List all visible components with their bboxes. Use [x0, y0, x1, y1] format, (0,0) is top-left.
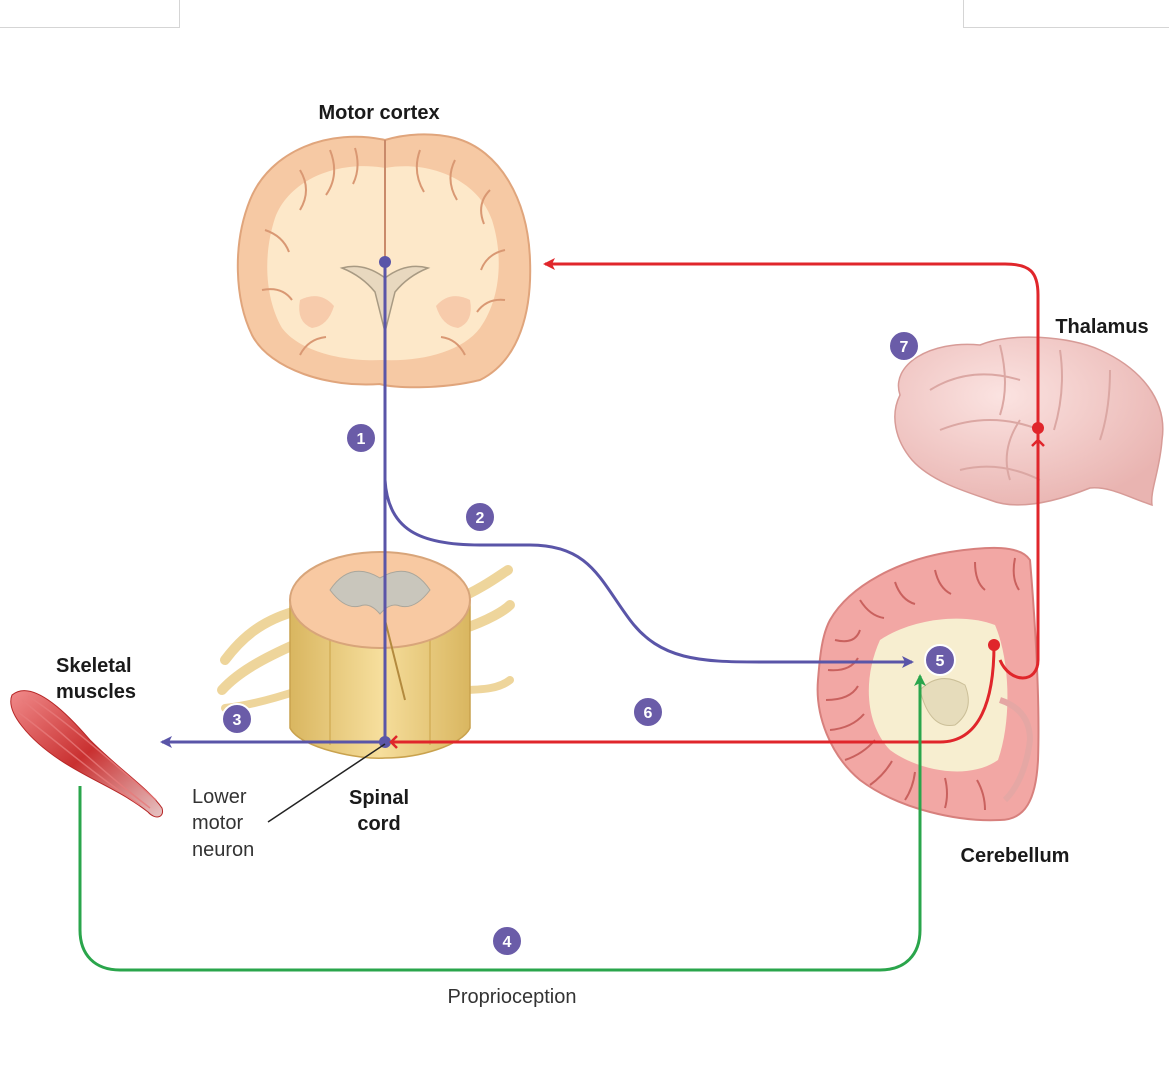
- label-lower-motor-neuron-line3: neuron: [192, 839, 254, 861]
- svg-text:1: 1: [357, 431, 366, 448]
- lower-motor-neuron-leader: [267, 743, 386, 823]
- step-badge-2: 2: [464, 501, 496, 533]
- proprioception-pathway: [78, 674, 926, 972]
- step-badge-6: 6: [632, 696, 664, 728]
- svg-text:3: 3: [233, 712, 242, 729]
- label-spinal-cord-line1: Spinal: [349, 787, 409, 809]
- skeletal-muscle-icon: [10, 690, 164, 818]
- svg-text:2: 2: [476, 510, 485, 527]
- step-badge-3: 3: [221, 703, 253, 735]
- label-thalamus: Thalamus: [1055, 316, 1148, 338]
- lower-motor-neuron-soma: [379, 736, 391, 748]
- cerebellar-output-soma: [988, 639, 1000, 651]
- label-skeletal-muscles-line2: muscles: [56, 681, 136, 703]
- label-skeletal-muscles-line1: Skeletal: [56, 655, 132, 677]
- corner-frame-right: [963, 0, 1169, 28]
- feedback-thalamus-to-cortex: [543, 258, 1040, 428]
- svg-text:4: 4: [503, 934, 512, 951]
- step-badge-4: 4: [491, 925, 523, 957]
- step-badge-1: 1: [345, 422, 377, 454]
- svg-text:5: 5: [936, 653, 945, 670]
- label-lower-motor-neuron-line2: motor: [192, 812, 243, 834]
- spinal-cord-segment-icon: [217, 551, 515, 759]
- synapse-mark-spinal: [389, 735, 398, 749]
- svg-text:7: 7: [900, 339, 909, 356]
- svg-text:6: 6: [644, 705, 653, 722]
- label-motor-cortex: Motor cortex: [318, 102, 439, 124]
- feedback-cerebellum-to-thalamus: [998, 428, 1040, 680]
- label-spinal-cord-line2: cord: [357, 813, 400, 835]
- corner-frame-left: [0, 0, 180, 28]
- step-badge-5: 5: [924, 644, 956, 676]
- label-cerebellum: Cerebellum: [961, 845, 1070, 867]
- motor-pathway-to-cerebellum: [383, 479, 914, 668]
- cerebellum-section-icon: [816, 546, 1040, 822]
- step-badge-7: 7: [888, 330, 920, 362]
- label-lower-motor-neuron-line1: Lower: [192, 786, 247, 808]
- thalamic-relay-soma: [1032, 422, 1044, 434]
- synapse-mark-thalamus: [1031, 438, 1045, 447]
- upper-motor-neuron-soma: [379, 256, 391, 268]
- thalamus-icon: [894, 336, 1164, 507]
- label-proprioception: Proprioception: [448, 986, 577, 1008]
- feedback-cerebellum-to-spinal: [392, 644, 996, 744]
